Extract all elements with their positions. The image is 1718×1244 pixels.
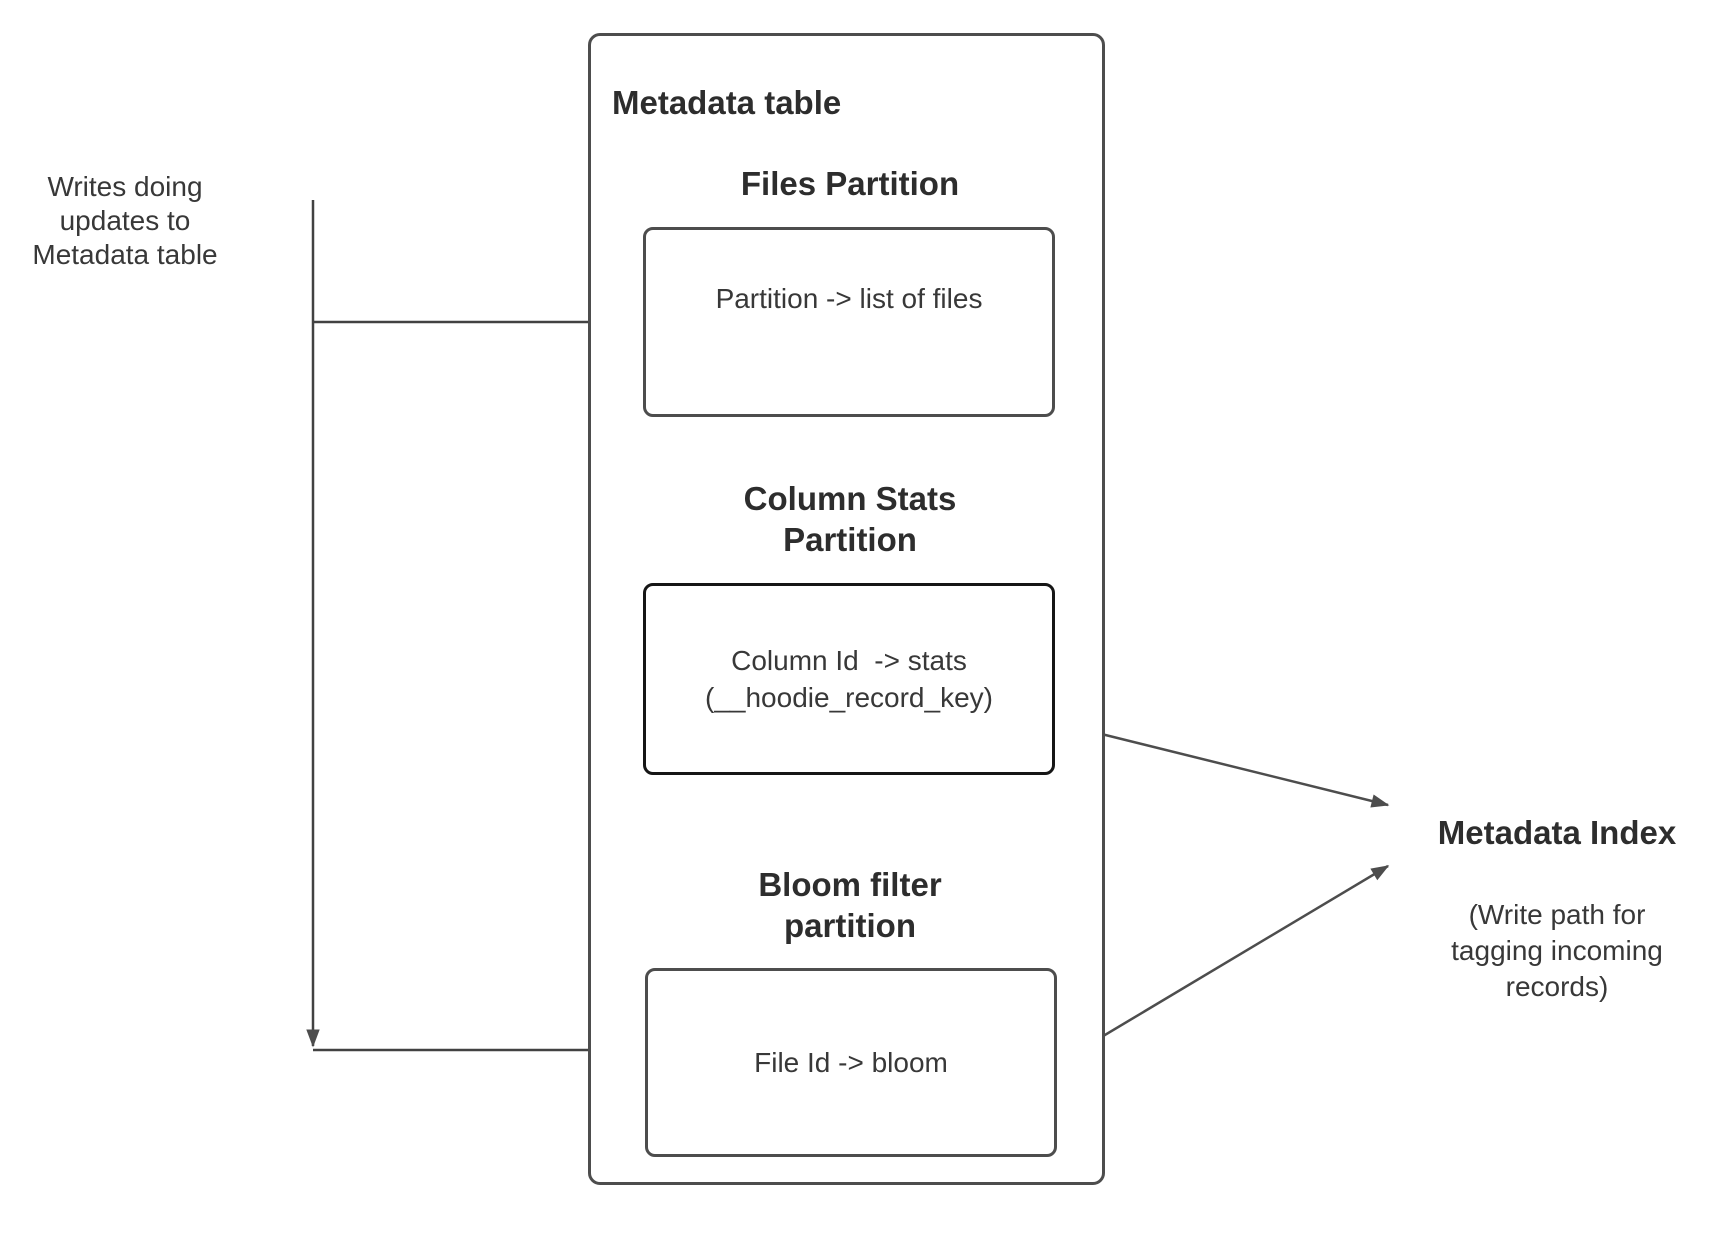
metadata-index-title: Metadata Index: [1437, 814, 1677, 851]
files-partition-box: Partition -> list of files: [643, 227, 1055, 417]
bloom-to-index-arrow: [1057, 864, 1390, 1065]
writes-note: Writes doing updates to Metadata table: [32, 171, 218, 270]
column-stats-mapping: Column Id -> stats (__hoodie_record_key): [705, 645, 993, 713]
metadata-index-note: (Write path for tagging incoming records…: [1451, 899, 1663, 1002]
metadata-table-title: Metadata table: [612, 84, 842, 121]
bloom-filter-heading: Bloom filter partition: [758, 866, 942, 944]
column-stats-heading: Column Stats Partition: [743, 480, 957, 558]
files-partition-heading: Files Partition: [740, 165, 960, 202]
column-stats-box: Column Id -> stats (__hoodie_record_key): [643, 583, 1055, 775]
bloom-filter-box: File Id -> bloom: [645, 968, 1057, 1157]
bloom-filter-mapping: File Id -> bloom: [754, 1047, 948, 1078]
stats-to-index-arrow: [1056, 721, 1390, 808]
files-partition-mapping: Partition -> list of files: [715, 282, 983, 314]
